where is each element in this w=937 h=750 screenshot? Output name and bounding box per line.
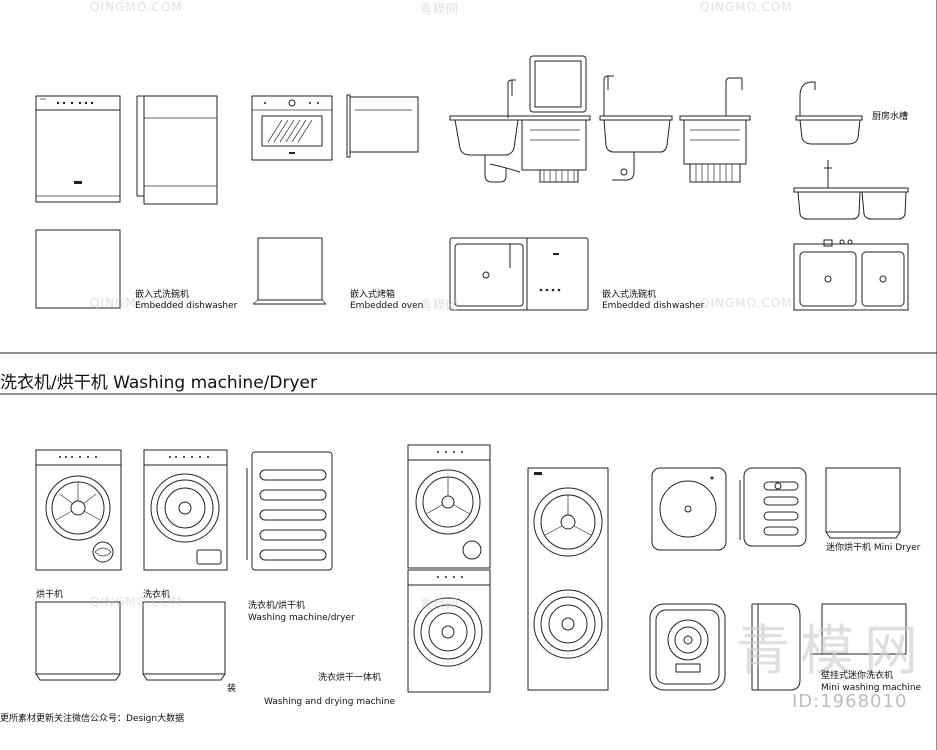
washer-plan <box>142 601 226 681</box>
column-washer-dryer <box>527 467 609 691</box>
washer-front <box>143 449 228 571</box>
dryer-plan <box>35 601 121 681</box>
watermark-brand: QINGMO.COM <box>90 595 183 609</box>
watermark-brand-cn: 青模网 <box>420 2 460 16</box>
label-kitchen-sink: 厨房水槽 <box>872 112 909 122</box>
mini-washer-plan <box>810 603 907 655</box>
label-embedded-dishwasher-en: Embedded dishwasher <box>135 301 238 311</box>
oven-plan <box>252 237 327 305</box>
sink-side <box>599 75 673 181</box>
label-sink-dishwasher-cn: 嵌入式洗碗机 <box>602 290 657 300</box>
label-stray-char: 装 <box>227 684 237 694</box>
label-washer: 洗衣机 <box>143 590 171 600</box>
mini-dryer-plan <box>825 467 901 539</box>
mini-washer-front <box>649 603 726 691</box>
dishwasher-front <box>35 95 121 203</box>
dryer-front <box>35 449 122 571</box>
mini-dryer-front <box>651 467 727 551</box>
mini-washer-side <box>751 603 801 691</box>
label-mini-washer-cn: 壁挂式迷你洗衣机 <box>821 671 894 681</box>
label-mini-washer-en: Mini washing machine <box>821 683 922 693</box>
sink-dishwasher-front <box>449 55 591 183</box>
kitchen-sink-plan <box>793 239 909 311</box>
label-sink-dishwasher-en: Embedded dishwasher <box>602 301 705 311</box>
dishwasher-side <box>136 95 218 205</box>
label-stacked-cn: 洗衣烘干一体机 <box>318 673 382 683</box>
label-stacked-en: Washing and drying machine <box>264 697 395 707</box>
watermark-brand: QINGMO.COM <box>90 296 183 310</box>
watermark-brand-cn: 青模网 <box>420 298 460 312</box>
watermark-big: 青模网 <box>736 619 928 682</box>
stacked-washer-dryer <box>407 444 491 693</box>
washer-dryer-side <box>246 451 333 571</box>
watermark-brand-cn: 青模网 <box>420 597 460 611</box>
footer-note: 更所素材更新关注微信公众号：Design大数据 <box>0 714 185 724</box>
label-mini-dryer: 迷你烘干机 Mini Dryer <box>826 543 921 553</box>
kitchen-sink-double <box>793 160 909 220</box>
section-title: 洗衣机/烘干机 Washing machine/Dryer <box>0 373 317 393</box>
watermark-id: ID:1968010 <box>792 691 908 712</box>
sink-dishwasher-plan <box>449 237 589 311</box>
watermark-brand: QINGMO.COM <box>700 0 793 14</box>
watermark-brand: QINGMO.COM <box>90 0 183 14</box>
label-embedded-oven-cn: 嵌入式烤箱 <box>350 290 396 300</box>
label-embedded-oven-en: Embedded oven <box>350 301 424 311</box>
oven-side <box>346 94 419 158</box>
watermark-brand: QINGMO.COM <box>700 296 793 310</box>
label-washer-dryer-en: Washing machine/dryer <box>248 613 355 623</box>
label-washer-dryer-cn: 洗衣机/烘干机 <box>248 601 306 611</box>
kitchen-sink-single <box>795 81 863 145</box>
dishwasher-plan <box>35 229 121 309</box>
label-embedded-dishwasher-cn: 嵌入式洗碗机 <box>135 290 190 300</box>
oven-front <box>251 95 333 161</box>
label-dryer: 烘干机 <box>36 590 64 600</box>
mini-dryer-side <box>739 467 807 547</box>
sink-pedestal-side <box>679 77 751 183</box>
